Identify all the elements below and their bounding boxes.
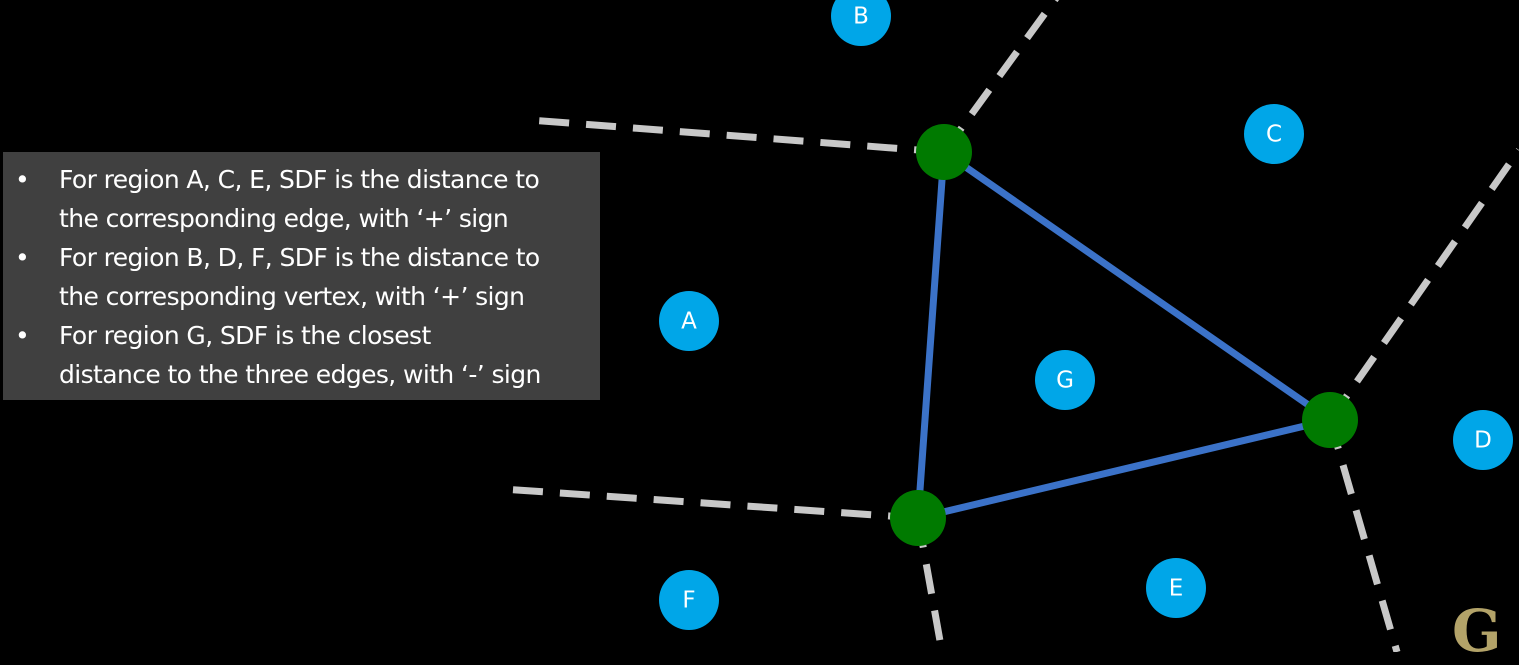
divider-right-down xyxy=(1326,419,1401,652)
region-g-label: G xyxy=(1056,368,1074,394)
triangle-edges xyxy=(914,148,1334,522)
edge-top-right xyxy=(940,148,1334,424)
bullet-icon: • xyxy=(15,165,30,194)
region-e-label: E xyxy=(1169,576,1184,602)
region-g-badge: G xyxy=(1035,350,1095,410)
region-c-badge: C xyxy=(1244,104,1304,164)
rule-edge-line-2: the corresponding edge, with ‘+’ sign xyxy=(59,204,509,233)
region-b-badge: B xyxy=(831,0,891,46)
region-d-badge: D xyxy=(1453,410,1513,470)
rule-edge-line-1: For region A, C, E, SDF is the distance … xyxy=(59,165,540,194)
rule-vertex-line-2: the corresponding vertex, with ‘+’ sign xyxy=(59,282,525,311)
rule-edge-regions: • For region A, C, E, SDF is the distanc… xyxy=(13,160,590,238)
region-f-badge: F xyxy=(659,570,719,630)
region-badges: A B C D E F G xyxy=(659,0,1513,630)
vertex-bottom xyxy=(890,490,946,546)
rule-vertex-regions: • For region B, D, F, SDF is the distanc… xyxy=(13,238,590,316)
rule-vertex-line-1: For region B, D, F, SDF is the distance … xyxy=(59,243,540,272)
region-b-label: B xyxy=(853,4,869,30)
divider-top-left xyxy=(529,116,945,156)
divider-top-up xyxy=(941,0,1060,155)
bullet-icon: • xyxy=(15,243,30,272)
rule-inside-region: • For region G, SDF is the closest dista… xyxy=(13,316,590,394)
vertex-right xyxy=(1302,392,1358,448)
region-a-badge: A xyxy=(659,291,719,351)
region-d-label: D xyxy=(1474,428,1492,454)
university-logo: G xyxy=(1452,597,1502,665)
region-a-label: A xyxy=(681,309,697,335)
sdf-explanation-box: • For region A, C, E, SDF is the distanc… xyxy=(3,152,600,400)
divider-right-up xyxy=(1327,147,1519,423)
triangle-vertices xyxy=(890,124,1358,546)
vertex-top xyxy=(916,124,972,180)
region-f-label: F xyxy=(682,588,695,614)
region-c-label: C xyxy=(1266,122,1282,148)
region-e-badge: E xyxy=(1146,558,1206,618)
region-dividers xyxy=(502,0,1519,652)
sdf-rules-list: • For region A, C, E, SDF is the distanc… xyxy=(13,160,590,394)
edge-bottom-top xyxy=(914,148,948,522)
edge-right-bottom xyxy=(914,416,1334,522)
rule-inside-line-2: distance to the three edges, with ‘-’ si… xyxy=(59,360,541,389)
bullet-icon: • xyxy=(15,321,30,350)
rule-inside-line-1: For region G, SDF is the closest xyxy=(59,321,431,350)
divider-bottom-left xyxy=(502,485,919,522)
